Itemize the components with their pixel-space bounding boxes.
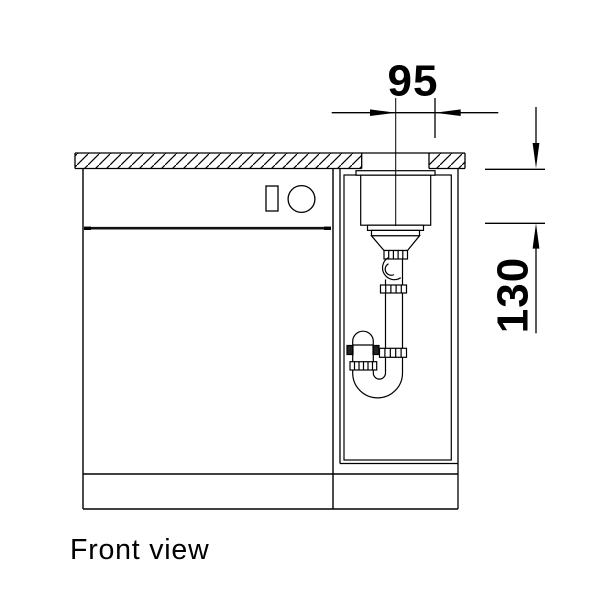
countertop-hatch-left — [75, 153, 362, 169]
countertop-hatch-right — [429, 153, 465, 169]
sink-cutout-edges — [361, 153, 430, 169]
compartment-outer-walls — [339, 168, 459, 509]
dim130-arrow-up — [532, 223, 540, 249]
door-gap-cap-right — [324, 226, 331, 230]
dim95-label: 95 — [388, 57, 439, 106]
caption-front-view: Front view — [70, 534, 209, 566]
coupling-nut-1 — [383, 249, 409, 260]
s-trap — [346, 330, 404, 399]
drain-elbow — [381, 257, 404, 285]
strainer-step-2 — [370, 229, 421, 237]
control-rect — [265, 185, 279, 212]
dim130-label: 130 — [489, 257, 538, 333]
trap-inner-bend — [372, 372, 387, 380]
tailpipe — [384, 293, 404, 349]
dimension-130: 130 — [485, 107, 545, 334]
countertop-ends — [74, 153, 466, 169]
coupling-nut-2 — [379, 284, 408, 294]
trap-dome-cap — [352, 330, 374, 346]
door-gap-cap-left — [84, 226, 91, 230]
control-knob — [287, 184, 316, 214]
trap-arm-band — [349, 361, 378, 371]
dim130-arrow-down — [532, 143, 540, 169]
trap-outer-bend — [352, 372, 404, 399]
dim95-arrow-left — [370, 109, 396, 116]
base-cabinet-left — [82, 168, 458, 510]
strainer-funnel — [370, 235, 421, 252]
drain-strainer — [346, 170, 436, 399]
trap-right-pipe — [384, 357, 404, 373]
dimension-95: 95 — [331, 57, 499, 138]
coupling-nut-3 — [378, 347, 408, 358]
dim95-arrow-right — [435, 109, 461, 116]
sink-compartment — [339, 168, 459, 509]
countertop — [74, 152, 466, 170]
